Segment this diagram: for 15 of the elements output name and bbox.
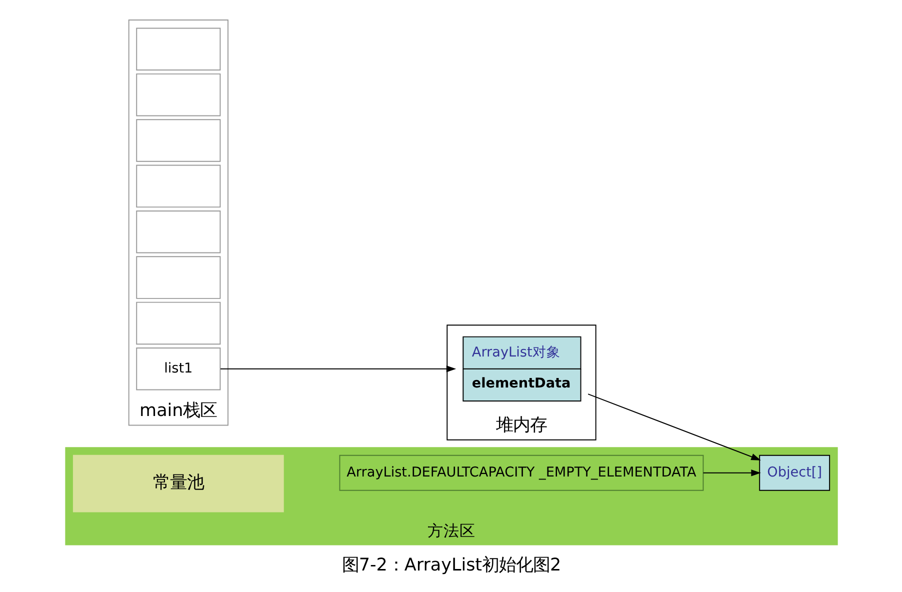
node-box xyxy=(136,119,220,162)
node-box xyxy=(136,302,220,345)
node-box: Object[] xyxy=(758,454,830,491)
node-box xyxy=(136,28,220,71)
node-box xyxy=(136,73,220,116)
node-box xyxy=(136,256,220,299)
node-box xyxy=(136,164,220,208)
node-box: 常量池 xyxy=(72,454,284,512)
node-box: ArrayList.DEFAULTCAPACITY _EMPTY_ELEMENTDATA xyxy=(338,454,704,491)
arrow xyxy=(702,469,760,476)
caption: 图7-2：ArrayList初始化图2 xyxy=(341,555,561,576)
arrow xyxy=(220,365,456,372)
node-box xyxy=(136,210,220,254)
arrow xyxy=(587,394,760,460)
node-box: list1 xyxy=(136,348,220,390)
